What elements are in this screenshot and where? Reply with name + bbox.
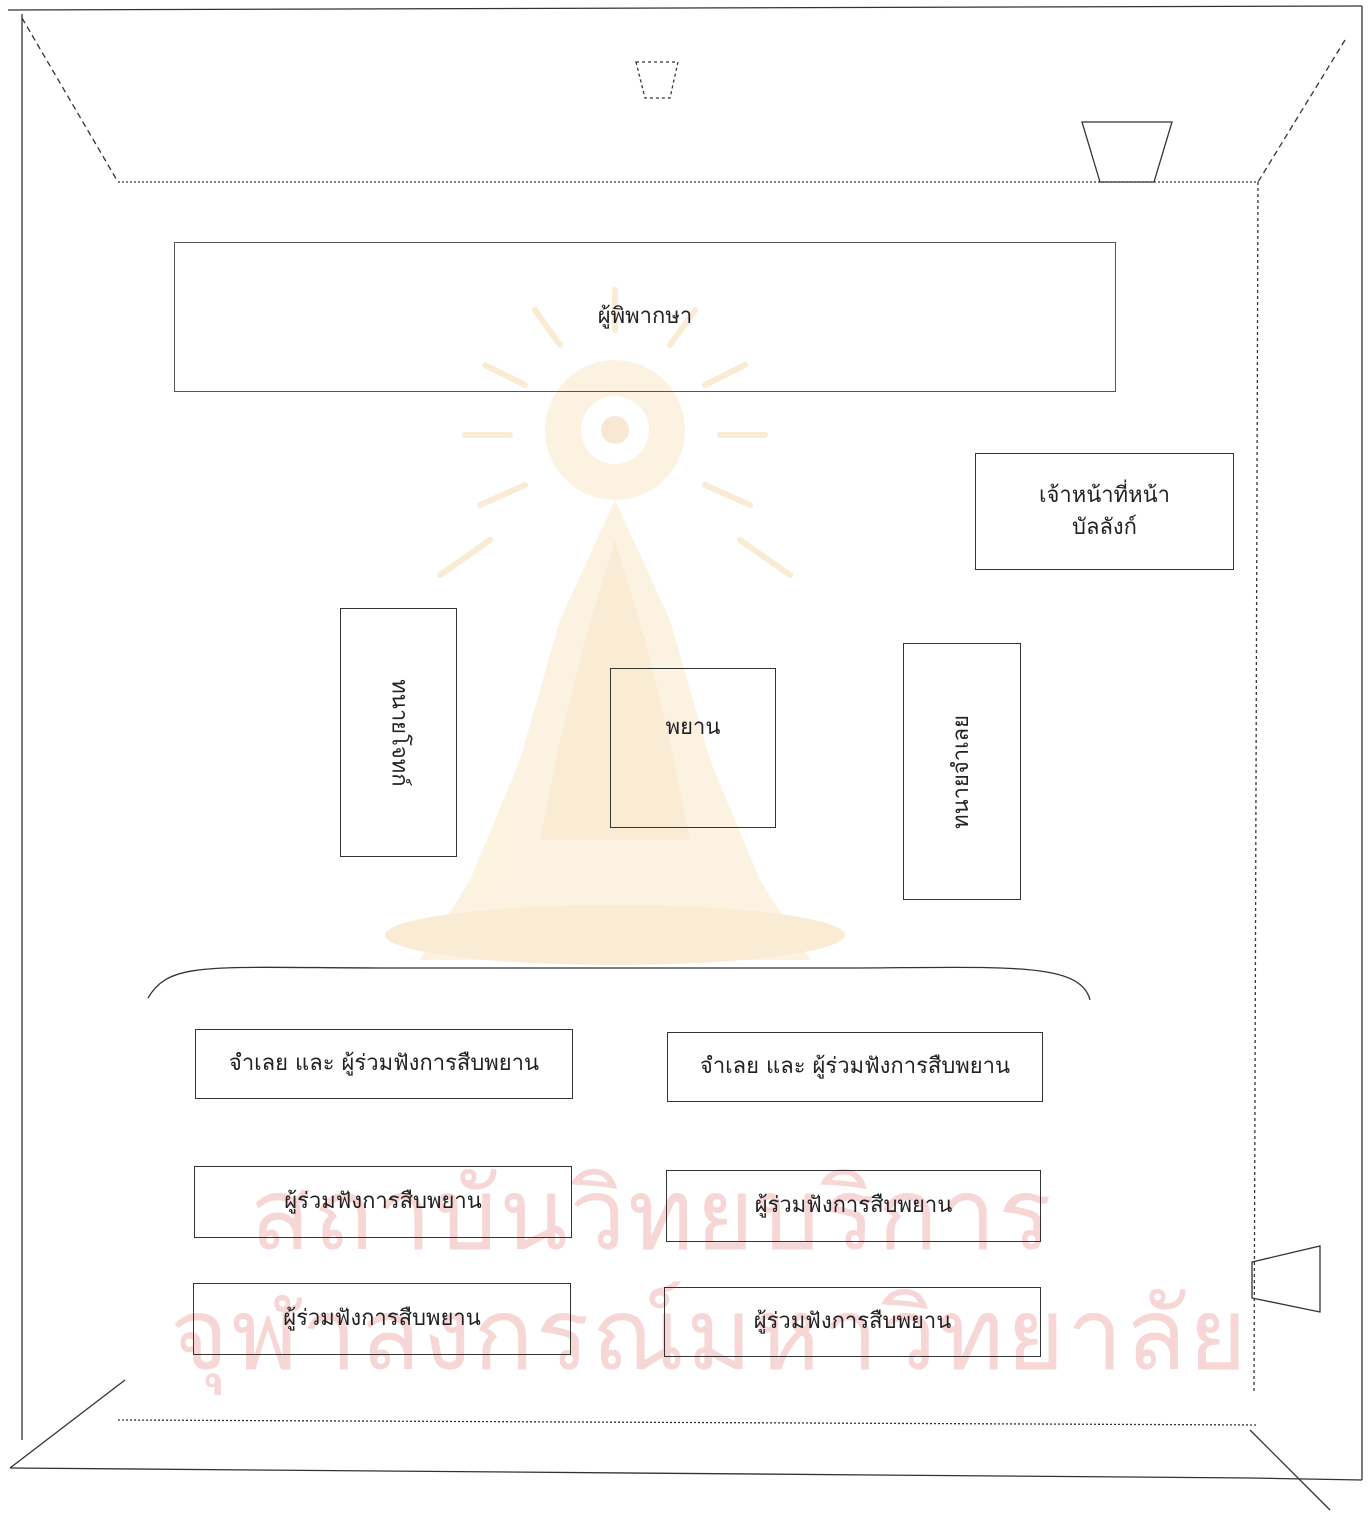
- gallery-seat-row-1-right: จำเลย และ ผู้ร่วมฟังการสืบพยาน: [667, 1032, 1043, 1102]
- gallery-label: ผู้ร่วมฟังการสืบพยาน: [754, 1193, 953, 1219]
- gallery-seat-row-1-left: จำเลย และ ผู้ร่วมฟังการสืบพยาน: [195, 1029, 573, 1099]
- gallery-label: ผู้ร่วมฟังการสืบพยาน: [283, 1306, 481, 1332]
- bench-officer-desk: เจ้าหน้าที่หน้าบัลลังก์: [975, 453, 1234, 570]
- gallery-seat-row-2-left: ผู้ร่วมฟังการสืบพยาน: [194, 1166, 572, 1238]
- gallery-seat-row-3-right: ผู้ร่วมฟังการสืบพยาน: [664, 1287, 1041, 1357]
- plaintiff-lawyer-desk: ทนายโจทก์: [340, 608, 457, 857]
- judge-bench: ผู้พิพากษา: [174, 242, 1116, 392]
- gallery-label: จำเลย และ ผู้ร่วมฟังการสืบพยาน: [228, 1051, 540, 1077]
- defense-lawyer-label: ทนายจำเลย: [949, 714, 975, 829]
- gallery-label: จำเลย และ ผู้ร่วมฟังการสืบพยาน: [699, 1054, 1011, 1080]
- witness-label: พยาน: [665, 715, 721, 741]
- defense-lawyer-desk: ทนายจำเลย: [903, 643, 1021, 900]
- judge-label: ผู้พิพากษา: [597, 304, 693, 330]
- witness-stand: พยาน: [610, 668, 776, 828]
- bench-officer-label: เจ้าหน้าที่หน้าบัลลังก์: [1038, 482, 1171, 540]
- gallery-seat-row-3-left: ผู้ร่วมฟังการสืบพยาน: [193, 1283, 571, 1355]
- gallery-label: ผู้ร่วมฟังการสืบพยาน: [753, 1309, 952, 1335]
- plaintiff-lawyer-label: ทนายโจทก์: [386, 678, 412, 787]
- gallery-label: ผู้ร่วมฟังการสืบพยาน: [284, 1189, 482, 1215]
- gallery-seat-row-2-right: ผู้ร่วมฟังการสืบพยาน: [666, 1170, 1041, 1242]
